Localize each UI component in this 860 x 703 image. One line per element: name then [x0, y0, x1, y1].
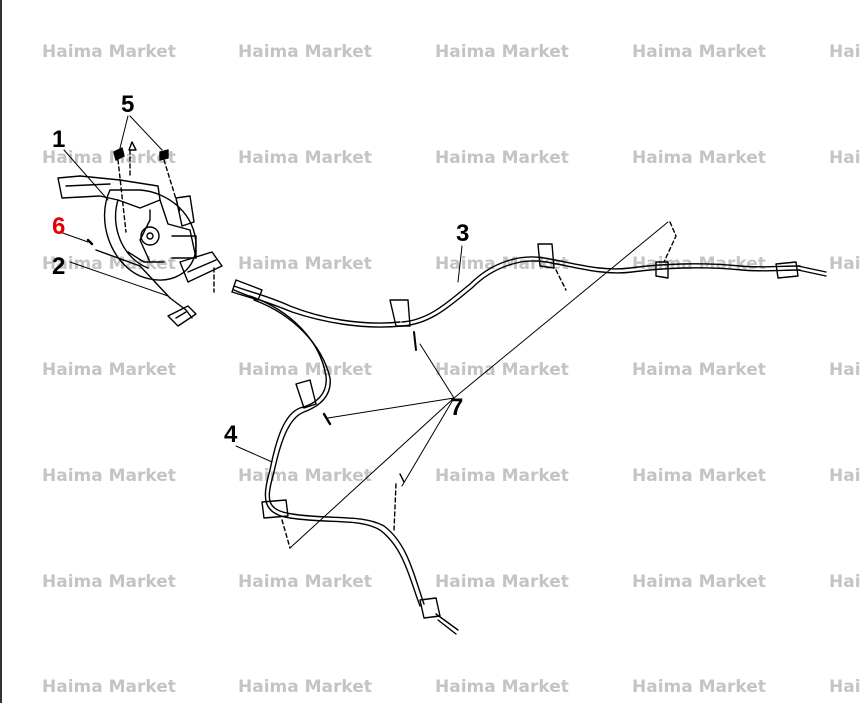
cable-3 [231, 221, 827, 328]
callout-4: 4 [224, 421, 238, 448]
callout-6: 6 [52, 213, 66, 240]
bolts [113, 141, 181, 233]
watermark-text: Haima Market [42, 677, 176, 697]
leader-lines [59, 115, 669, 549]
watermark-text: Haima Market [632, 466, 766, 486]
watermark-text: Haima Market [435, 572, 569, 592]
watermark-text: Haima Market [238, 148, 372, 168]
watermark-text: Haima Market [42, 572, 176, 592]
watermark-text: Haima Market [42, 42, 176, 62]
cable-4 [249, 295, 459, 635]
callout-7: 7 [450, 394, 464, 421]
watermark-text: Haima Market [238, 360, 372, 380]
watermark-text-clipped: Haim [829, 677, 860, 697]
watermark-text: Haima Market [435, 677, 569, 697]
watermark-text: Haima Market [238, 572, 372, 592]
watermark-text: Haima Market [238, 254, 372, 274]
watermark-text: Haima Market [435, 148, 569, 168]
watermark-text: Haima Market [632, 42, 766, 62]
watermark-text-clipped: Haim [829, 148, 860, 168]
watermark-text: Haima Market [435, 254, 569, 274]
watermark-text: Haima Market [42, 360, 176, 380]
parking-brake-lever [57, 175, 223, 283]
callout-5: 5 [121, 91, 135, 118]
watermark-text-clipped: Haim [829, 466, 860, 486]
callout-2: 2 [52, 253, 66, 280]
watermark-text: Haima Market [632, 677, 766, 697]
callout-3: 3 [456, 220, 470, 247]
watermark-text: Haima Market [238, 677, 372, 697]
watermark-text: Haima Market [238, 42, 372, 62]
watermark-text-clipped: Haim [829, 360, 860, 380]
watermark-text-clipped: Haim [829, 254, 860, 274]
left-border [0, 0, 2, 703]
switch-and-harness [86, 238, 215, 327]
watermark-text: Haima Market [42, 466, 176, 486]
watermark-text: Haima Market [632, 360, 766, 380]
watermark-text: Haima Market [435, 466, 569, 486]
watermark-text-clipped: Haim [829, 572, 860, 592]
watermark-text: Haima Market [632, 148, 766, 168]
watermark-text: Haima Market [435, 360, 569, 380]
watermark-text-clipped: Haim [829, 42, 860, 62]
watermark-text: Haima Market [632, 572, 766, 592]
watermark-text: Haima Market [435, 42, 569, 62]
callout-1: 1 [52, 126, 66, 153]
